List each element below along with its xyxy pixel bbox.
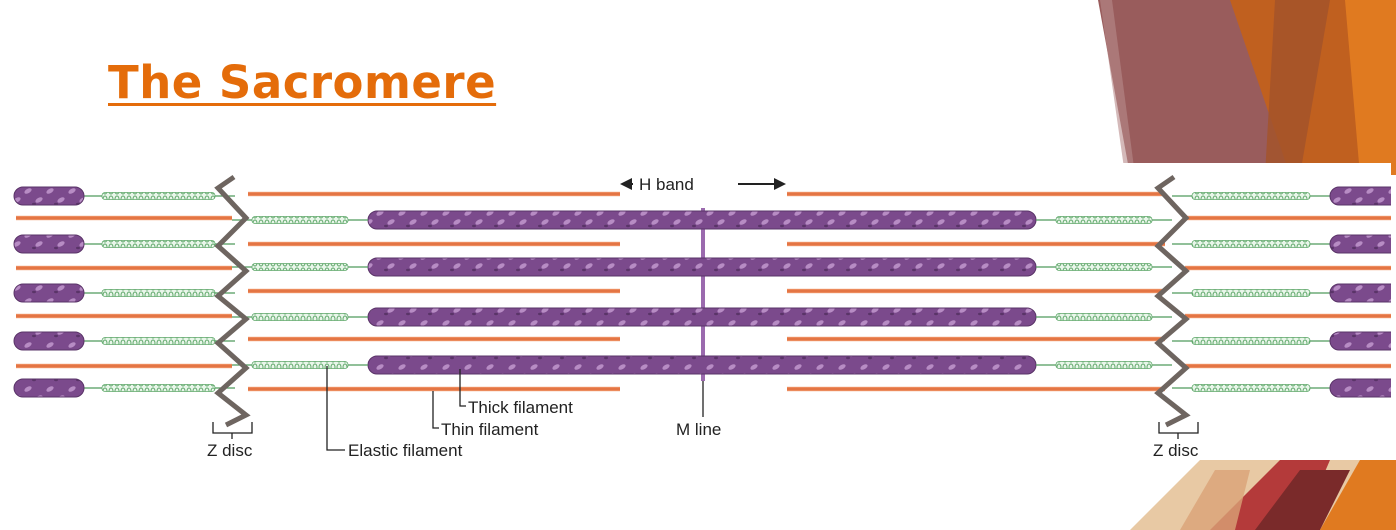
thick-filament-2 (367, 257, 1037, 277)
z-disc-left (214, 174, 251, 428)
slide-title: The Sacromere (108, 56, 497, 109)
h-band-label: H band (639, 175, 694, 194)
z-disc-right-label: Z disc (1153, 441, 1199, 460)
elastic-filament-right-3 (1055, 313, 1153, 321)
elastic-filament-outer-left-1 (101, 192, 216, 200)
elastic-filament-outer-left-4 (101, 337, 216, 345)
thin-filament-outer-right-1 (1185, 215, 1391, 221)
elastic-filament-outer-left-3 (101, 289, 216, 297)
z-disc-right (1154, 174, 1191, 428)
sarcomere-diagram-svg: H band Thick filament Thin filament M li… (13, 174, 1391, 460)
thin-filament-outer-right-3 (1185, 313, 1391, 319)
sarcomere-diagram: H band Thick filament Thin filament M li… (0, 163, 1391, 460)
thin-filament-right-1 (787, 191, 1165, 197)
elastic-filament-right-4 (1055, 361, 1153, 369)
decor-shard (1100, 0, 1135, 175)
elastic-filament-leader (326, 366, 345, 451)
elastic-filament-right-2 (1055, 263, 1153, 271)
thick-filament-4 (367, 355, 1037, 375)
label-layer: H band Thick filament Thin filament M li… (207, 175, 1199, 460)
thin-filament-outer-left-4 (16, 363, 232, 369)
thin-filament-right-3 (787, 288, 1165, 294)
thin-filament-outer-left-1 (16, 215, 232, 221)
decor-shard (1320, 460, 1396, 530)
thin-filament-left-2 (248, 241, 620, 247)
decor-shard (1255, 470, 1350, 530)
elastic-filament-outer-right-4 (1191, 337, 1311, 345)
thick-stub-right-3 (1329, 283, 1391, 303)
h-band-arrowhead-left (620, 178, 632, 190)
elastic-filament-left-1 (251, 216, 349, 224)
thin-filament-left-1 (248, 191, 620, 197)
thick-stub-left-3 (13, 283, 85, 303)
thin-filament-outer-right-4 (1185, 363, 1391, 369)
elastic-filament-right-1 (1055, 216, 1153, 224)
thin-filament-leader (432, 391, 439, 429)
thick-stub-right-2 (1329, 234, 1391, 254)
thick-filament-leader (459, 369, 466, 407)
decor-shard (1180, 470, 1250, 530)
z-disc-right-bracket (1158, 422, 1199, 434)
elastic-filament-outer-left-2 (101, 240, 216, 248)
elastic-filament-outer-right-5 (1191, 384, 1311, 392)
thick-stub-left-1 (13, 186, 85, 206)
filament-layer (13, 174, 1391, 451)
thick-stub-left-5 (13, 378, 85, 398)
decor-shard (1345, 0, 1396, 175)
thick-stub-right-4 (1329, 331, 1391, 351)
thin-filament-right-2 (787, 241, 1165, 247)
thick-filament-label: Thick filament (468, 398, 573, 417)
thick-stub-right-1 (1329, 186, 1391, 206)
elastic-filament-outer-right-1 (1191, 192, 1311, 200)
elastic-filament-outer-right-2 (1191, 240, 1311, 248)
thin-filament-left-4 (248, 336, 620, 342)
decor-shard (1265, 0, 1330, 175)
elastic-filament-outer-left-5 (101, 384, 216, 392)
thick-stub-right-5 (1329, 378, 1391, 398)
thin-filament-right-4 (787, 336, 1165, 342)
thin-filament-outer-left-3 (16, 313, 232, 319)
thin-filament-label: Thin filament (441, 420, 539, 439)
thick-stub-left-4 (13, 331, 85, 351)
h-band-arrowhead-right (774, 178, 786, 190)
thin-filament-left-3 (248, 288, 620, 294)
elastic-filament-outer-right-3 (1191, 289, 1311, 297)
elastic-filament-left-3 (251, 313, 349, 321)
thick-stub-left-2 (13, 234, 85, 254)
thin-filament-left-5 (248, 386, 620, 392)
z-disc-left-label: Z disc (207, 441, 253, 460)
elastic-filament-left-4 (251, 361, 349, 369)
thin-filament-outer-right-2 (1185, 265, 1391, 271)
thick-filament-3 (367, 307, 1037, 327)
thick-filament-1 (367, 210, 1037, 230)
thin-filament-outer-left-2 (16, 265, 232, 271)
m-line-label: M line (676, 420, 721, 439)
elastic-filament-label: Elastic filament (348, 441, 463, 460)
elastic-filament-left-2 (251, 263, 349, 271)
thin-filament-right-5 (787, 386, 1165, 392)
